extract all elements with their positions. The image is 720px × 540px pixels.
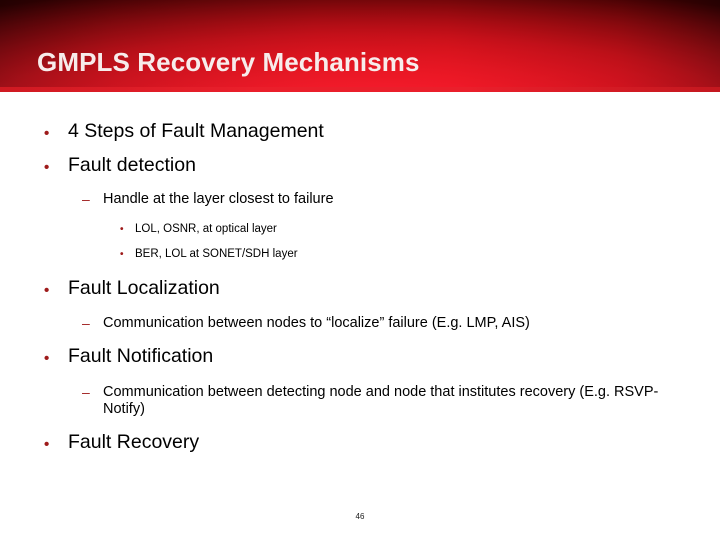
bullet-level3: • BER, LOL at SONET/SDH layer: [120, 247, 680, 261]
slide-body: • 4 Steps of Fault Management • Fault de…: [0, 92, 720, 540]
bullet-level1: • Fault Notification: [44, 345, 684, 367]
bullet-dash-icon: –: [82, 384, 90, 400]
bullet-text: Fault Notification: [68, 345, 214, 367]
bullet-level2: – Communication between nodes to “locali…: [82, 315, 702, 332]
bullet-dash-icon: –: [82, 315, 90, 331]
bullet-level2: – Handle at the layer closest to failure: [82, 191, 702, 208]
page-number: 46: [355, 512, 365, 521]
bullet-level1: • Fault detection: [44, 154, 684, 176]
bullet-level1: • Fault Recovery: [44, 431, 684, 453]
bullet-text: Fault Recovery: [68, 431, 200, 453]
bullet-dot-icon: •: [44, 125, 50, 142]
bullet-text: 4 Steps of Fault Management: [68, 120, 324, 142]
bullet-dot-icon: •: [44, 282, 50, 299]
bullet-dot-icon: •: [120, 224, 124, 235]
bullet-text: Fault Localization: [68, 277, 220, 299]
bullet-text: BER, LOL at SONET/SDH layer: [135, 248, 298, 260]
bullet-dash-icon: –: [82, 191, 90, 207]
bullet-dot-icon: •: [120, 249, 124, 260]
slide-header-banner: GMPLS Recovery Mechanisms: [0, 0, 720, 92]
page-title: GMPLS Recovery Mechanisms: [37, 47, 420, 77]
bullet-text: Fault detection: [68, 154, 196, 176]
bullet-text: Communication between nodes to “localize…: [103, 315, 530, 331]
bullet-dot-icon: •: [44, 159, 50, 176]
bullet-level1: • 4 Steps of Fault Management: [44, 120, 684, 142]
bullet-level2: – Communication between detecting node a…: [82, 384, 674, 418]
bullet-text: Handle at the layer closest to failure: [103, 191, 334, 207]
bullet-text: Communication between detecting node and…: [103, 384, 659, 417]
bullet-level1: • Fault Localization: [44, 277, 684, 299]
bullet-text: LOL, OSNR, at optical layer: [135, 223, 277, 235]
bullet-level3: • LOL, OSNR, at optical layer: [120, 222, 680, 236]
bullet-dot-icon: •: [44, 436, 50, 453]
bullet-dot-icon: •: [44, 350, 50, 367]
